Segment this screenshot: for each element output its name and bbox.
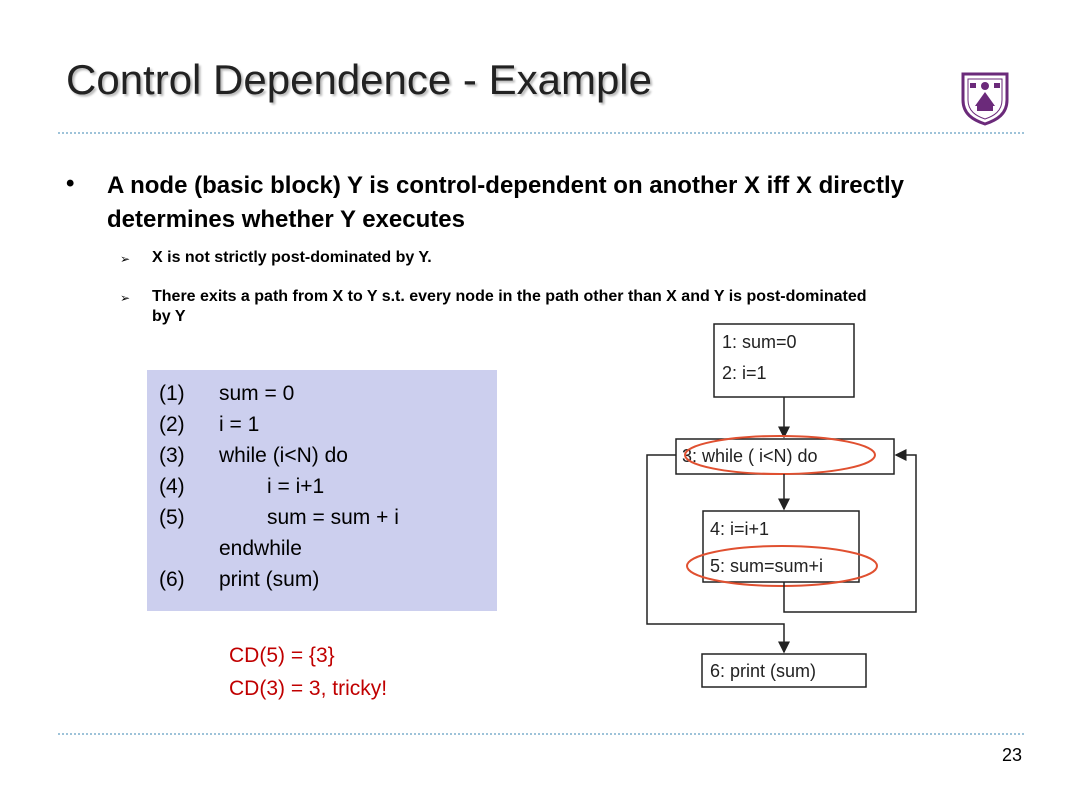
code-line-text: sum = sum + i [267, 506, 399, 529]
main-bullet-text: A node (basic block) Y is control-depend… [107, 172, 905, 233]
sub-bullet-text: X is not strictly post-dominated by Y. [152, 249, 432, 266]
code-line-number: (2) [159, 413, 185, 436]
cfg-node-1-2: 1: sum=0 2: i=1 [713, 323, 855, 398]
code-line-text: endwhile [219, 537, 302, 560]
cfg-node-4-5: 4: i=i+1 5: sum=sum+i [686, 510, 878, 587]
university-crest-logo [961, 72, 1009, 126]
code-line-number: (1) [159, 382, 185, 405]
code-line-text: i = i+1 [267, 475, 325, 498]
code-line-number: (5) [159, 506, 185, 529]
control-flow-graph: 1: sum=0 2: i=1 3: while ( i<N) do 4: i=… [646, 323, 917, 688]
code-line-number: (6) [159, 568, 185, 591]
sub-bullet-marker: ➢ [120, 291, 131, 305]
cfg-node-label: 4: i=i+1 [710, 519, 769, 539]
highlight-ellipse [686, 545, 878, 587]
code-line-number: (3) [159, 444, 185, 467]
cfg-node-label: 6: print (sum) [710, 661, 816, 681]
code-line-text: i = 1 [219, 413, 260, 436]
cd-result: CD(3) = 3, tricky! [229, 677, 388, 700]
code-line-text: while (i<N) do [219, 444, 348, 467]
cd-result: CD(5) = {3} [229, 644, 335, 667]
slide-title: Control Dependence - Example [66, 56, 652, 103]
cfg-back-edge [783, 449, 917, 613]
sub-bullet-text: There exits a path from X to Y s.t. ever… [152, 288, 867, 325]
page-number: 23 [1001, 745, 1022, 765]
code-listing: (1) sum = 0 (2) i = 1 (3) while (i<N) do… [147, 370, 497, 611]
cfg-node-label: 1: sum=0 [722, 332, 797, 352]
sub-bullet-marker: ➢ [120, 252, 131, 266]
cfg-exit-edge [646, 454, 790, 654]
cfg-node-label: 5: sum=sum+i [710, 556, 823, 576]
cfg-node-6: 6: print (sum) [701, 653, 867, 688]
code-line-number: (4) [159, 475, 185, 498]
top-divider [58, 132, 1024, 134]
bullet-marker: • [66, 170, 75, 197]
code-line-text: print (sum) [219, 568, 320, 591]
bottom-divider [58, 733, 1024, 735]
cfg-node-label: 2: i=1 [722, 363, 767, 383]
cfg-node-label: 3: while ( i<N) do [682, 446, 818, 466]
cfg-node-3: 3: while ( i<N) do [675, 435, 895, 475]
highlight-ellipse [684, 435, 876, 475]
code-line-text: sum = 0 [219, 382, 295, 405]
